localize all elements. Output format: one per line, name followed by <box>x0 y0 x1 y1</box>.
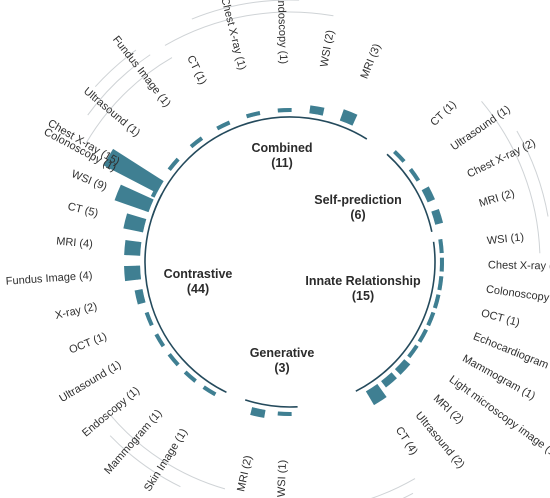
category-count: (3) <box>274 361 289 375</box>
category-labels: Combined(11) Self-prediction(6) Innate Rel… <box>164 141 421 375</box>
background-rings <box>85 0 549 498</box>
modality-bar <box>250 407 266 418</box>
ring-segment <box>87 54 151 116</box>
modality-label: Fundus Image (4) <box>5 270 92 288</box>
modality-bar <box>438 238 444 254</box>
modality-label: Colonoscopy (1) <box>485 284 550 307</box>
modality-label: MRI (3) <box>359 42 384 80</box>
modality-bar <box>202 385 217 397</box>
category-label: Innate Relationship <box>305 274 421 288</box>
modality-bar <box>167 353 180 367</box>
modality-label: Endoscopy (1) <box>275 0 289 64</box>
modality-labels: Colonoscopy (1) Ultrasound (1) Fundus Imag… <box>5 0 550 497</box>
ring-segment <box>481 100 541 254</box>
modality-bar <box>339 109 358 126</box>
modality-label: CT (5) <box>66 201 99 220</box>
modality-label: CT (4) <box>393 425 420 458</box>
category-count: (6) <box>350 208 365 222</box>
modality-bar <box>431 208 444 225</box>
modality-bar <box>381 372 397 388</box>
ring-segment <box>109 435 181 488</box>
category-count: (15) <box>352 289 374 303</box>
modality-label: CT (1) <box>184 54 208 87</box>
modality-label: X-ray (2) <box>54 301 98 322</box>
modality-label: WSI (2) <box>318 29 336 68</box>
ring-segment <box>164 11 334 46</box>
modality-bar <box>123 213 147 233</box>
modality-bar <box>216 120 231 131</box>
category-arc <box>386 153 433 233</box>
category-label: Combined <box>251 141 312 155</box>
modality-bar <box>246 111 261 119</box>
modality-label: MRI (2) <box>431 393 466 427</box>
modality-label: Ultrasound (1) <box>57 359 123 405</box>
modality-label: WSI (1) <box>276 460 289 498</box>
ring-segment <box>402 492 414 498</box>
modality-bar <box>124 265 141 282</box>
modality-bar <box>407 344 419 359</box>
modality-bar <box>167 157 180 171</box>
modality-label: Skin Image (1) <box>142 427 190 494</box>
modality-bar <box>439 257 444 272</box>
ring-segment <box>94 49 137 88</box>
ring-segment <box>516 130 549 217</box>
category-count: (11) <box>271 156 293 170</box>
modality-bar <box>408 168 421 182</box>
ring-segment <box>108 413 226 490</box>
modality-label: CT (1) <box>428 99 459 129</box>
modality-bars <box>103 105 444 418</box>
modality-bar <box>154 333 166 348</box>
category-label: Generative <box>250 346 315 360</box>
category-arc <box>144 193 227 394</box>
modality-bar <box>183 370 197 383</box>
modality-label: Chest X-ray (1) <box>488 259 550 272</box>
modality-bar <box>144 311 154 327</box>
modality-bar <box>417 328 428 343</box>
modality-label: MRI (2) <box>235 454 254 492</box>
modality-bar <box>309 105 325 116</box>
modality-bar <box>394 359 411 375</box>
category-label: Self-prediction <box>314 193 402 207</box>
modality-label: Ultrasound (1) <box>449 103 513 153</box>
modality-bar <box>437 276 444 291</box>
modality-bar <box>189 136 204 149</box>
modality-bar <box>277 411 292 417</box>
category-arcs <box>144 116 436 408</box>
category-arc <box>244 399 298 408</box>
modality-bar <box>277 108 292 113</box>
modality-label: WSI (9) <box>70 168 109 193</box>
modality-bar <box>124 240 142 256</box>
ring-segment <box>370 478 416 498</box>
modality-bar <box>365 383 387 406</box>
modality-label: MRI (2) <box>478 188 517 210</box>
modality-label: WSI (1) <box>486 231 524 247</box>
modality-bar <box>426 311 436 327</box>
modality-label: Chest X-ray (2) <box>465 137 537 180</box>
modality-bar <box>114 184 154 213</box>
modality-bar <box>432 294 441 309</box>
category-arc <box>355 241 436 392</box>
modality-bar <box>134 289 146 305</box>
category-arc <box>151 116 368 218</box>
category-label: Contrastive <box>164 267 233 281</box>
modality-label: MRI (4) <box>56 235 94 250</box>
modality-label: OCT (1) <box>67 331 108 357</box>
modality-label: OCT (1) <box>480 307 521 329</box>
modality-label: Endoscopy (1) <box>80 385 142 440</box>
modality-bar <box>421 186 436 203</box>
ring-segment <box>191 0 300 20</box>
ring-segment <box>85 57 173 145</box>
modality-bar <box>393 150 406 163</box>
modality-bar <box>103 148 164 193</box>
modality-label: Chest X-ray (1) <box>218 0 248 71</box>
category-count: (44) <box>187 282 209 296</box>
